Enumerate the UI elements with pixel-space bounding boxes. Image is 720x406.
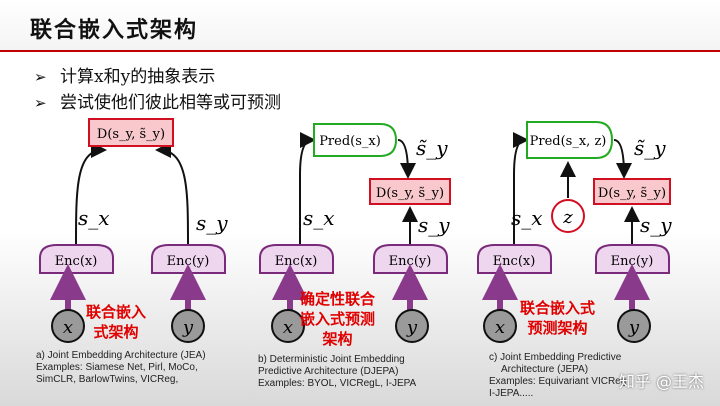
sx-edge [75,142,107,246]
arrow-bullet-icon: ➢ [34,68,47,86]
panel-c-annotation: 联合嵌入式 预测架构 [520,298,595,338]
distance-label: D(s_y, s̃_y) [376,186,444,201]
annotation-line: 预测架构 [527,319,588,337]
bullet-text: 尝试使他们彼此相等或可预测 [60,93,281,113]
encoder-x-label: Enc(x) [55,254,98,269]
caption-line: SimCLR, BarlowTwins, VICReg, [36,374,179,385]
caption-line: c) Joint Embedding Predictive [489,352,622,363]
distance-box [593,178,671,205]
latent-z-label: z [562,207,573,228]
annotation-line: 联合嵌入 [86,303,147,321]
sy-edge [155,142,189,246]
caption-line: Predictive Architecture (DJEPA) [258,366,399,377]
predictor-label: Pred(s_x, z) [530,134,607,149]
sx-label: s_x [511,206,543,230]
distance-label: D(s_y, s̃_y) [97,127,165,142]
encoder-x-label: Enc(x) [275,254,318,269]
input-y-node [171,309,205,343]
title-underline [0,50,720,52]
arrow-bullet-icon: ➢ [34,94,47,112]
encoder-y-label: Enc(y) [167,254,210,269]
caption-line: I-JEPA..... [489,388,534,399]
encoder-y-label: Enc(y) [389,254,432,269]
input-x-node [483,309,517,343]
annotation-line: 架构 [322,330,353,348]
panel-b: Pred(s_x) s̃_y D(s_y, s̃_y) s_x s_y Enc(… [259,123,451,343]
sx-label: s_x [303,206,335,230]
pred-out-edge [613,139,632,179]
encoder-x-label: Enc(x) [493,254,536,269]
sx-label: s_x [78,206,110,230]
input-x-node [271,309,305,343]
annotation-line: 确定性联合 [300,290,376,308]
pred-out-edge [397,139,416,179]
caption-line: a) Joint Embedding Architecture (JEA) [36,350,206,361]
panel-c-caption: c) Joint Embedding Predictive Architectu… [489,352,626,400]
bullet-text: 计算x和y的抽象表示 [60,67,216,87]
sy-label: s_y [640,213,672,237]
watermark-text: 知乎 @王杰 [618,372,704,391]
panel-b-annotation: 确定性联合 嵌入式预测 架构 [300,289,375,349]
caption-line: Architecture (JEPA) [501,364,589,375]
panel-a-caption: a) Joint Embedding Architecture (JEA) Ex… [36,350,206,386]
input-y-label: y [628,317,640,338]
sx-edge [512,132,529,245]
caption-line: Examples: BYOL, VICRegL, I-JEPA [258,378,417,389]
predictor-label: Pred(s_x) [319,134,381,149]
annotation-line: 式架构 [93,323,139,341]
caption-line: Examples: Siamese Net, Pirl, MoCo, [36,362,198,373]
input-x-label: x [63,317,73,338]
sy-label: s_y [418,213,450,237]
panel-b-caption: b) Deterministic Joint Embedding Predict… [258,354,416,390]
input-x-label: x [495,317,505,338]
panel-a-annotation: 联合嵌入 式架构 [86,302,146,342]
slide-title: 联合嵌入式架构 [30,17,199,43]
pred-output-label: s̃_y [634,136,666,160]
distance-label: D(s_y, s̃_y) [598,186,666,201]
panel-a: D(s_y, s̃_y) s_x s_y Enc(x) Enc(y) x y [39,118,228,343]
input-y-label: y [406,317,418,338]
distance-box [88,118,174,147]
input-x-node [51,309,85,343]
input-x-label: x [283,317,293,338]
caption-line: b) Deterministic Joint Embedding [258,354,405,365]
pred-output-label: s̃_y [416,136,448,160]
bullet-item: ➢ 计算x和y的抽象表示 [34,64,281,90]
predictor-box [313,123,398,157]
input-y-node [395,309,429,343]
input-y-node [617,309,651,343]
caption-line: Examples: Equivariant VICReg [489,376,627,387]
bullet-list: ➢ 计算x和y的抽象表示 ➢ 尝试使他们彼此相等或可预测 [34,64,281,116]
encoder-y-label: Enc(y) [611,254,654,269]
predictor-box [526,121,614,159]
bullet-item: ➢ 尝试使他们彼此相等或可预测 [34,90,281,116]
sx-edge [299,132,316,245]
sy-label: s_y [196,211,228,235]
distance-box [369,178,451,205]
annotation-line: 嵌入式预测 [300,310,376,328]
panel-c: Pred(s_x, z) s̃_y z D(s_y, s̃_y) s_x s_y… [477,121,672,343]
annotation-line: 联合嵌入式 [520,299,596,317]
input-y-label: y [182,317,194,338]
slide-header [0,0,720,50]
latent-z-node [551,199,585,233]
